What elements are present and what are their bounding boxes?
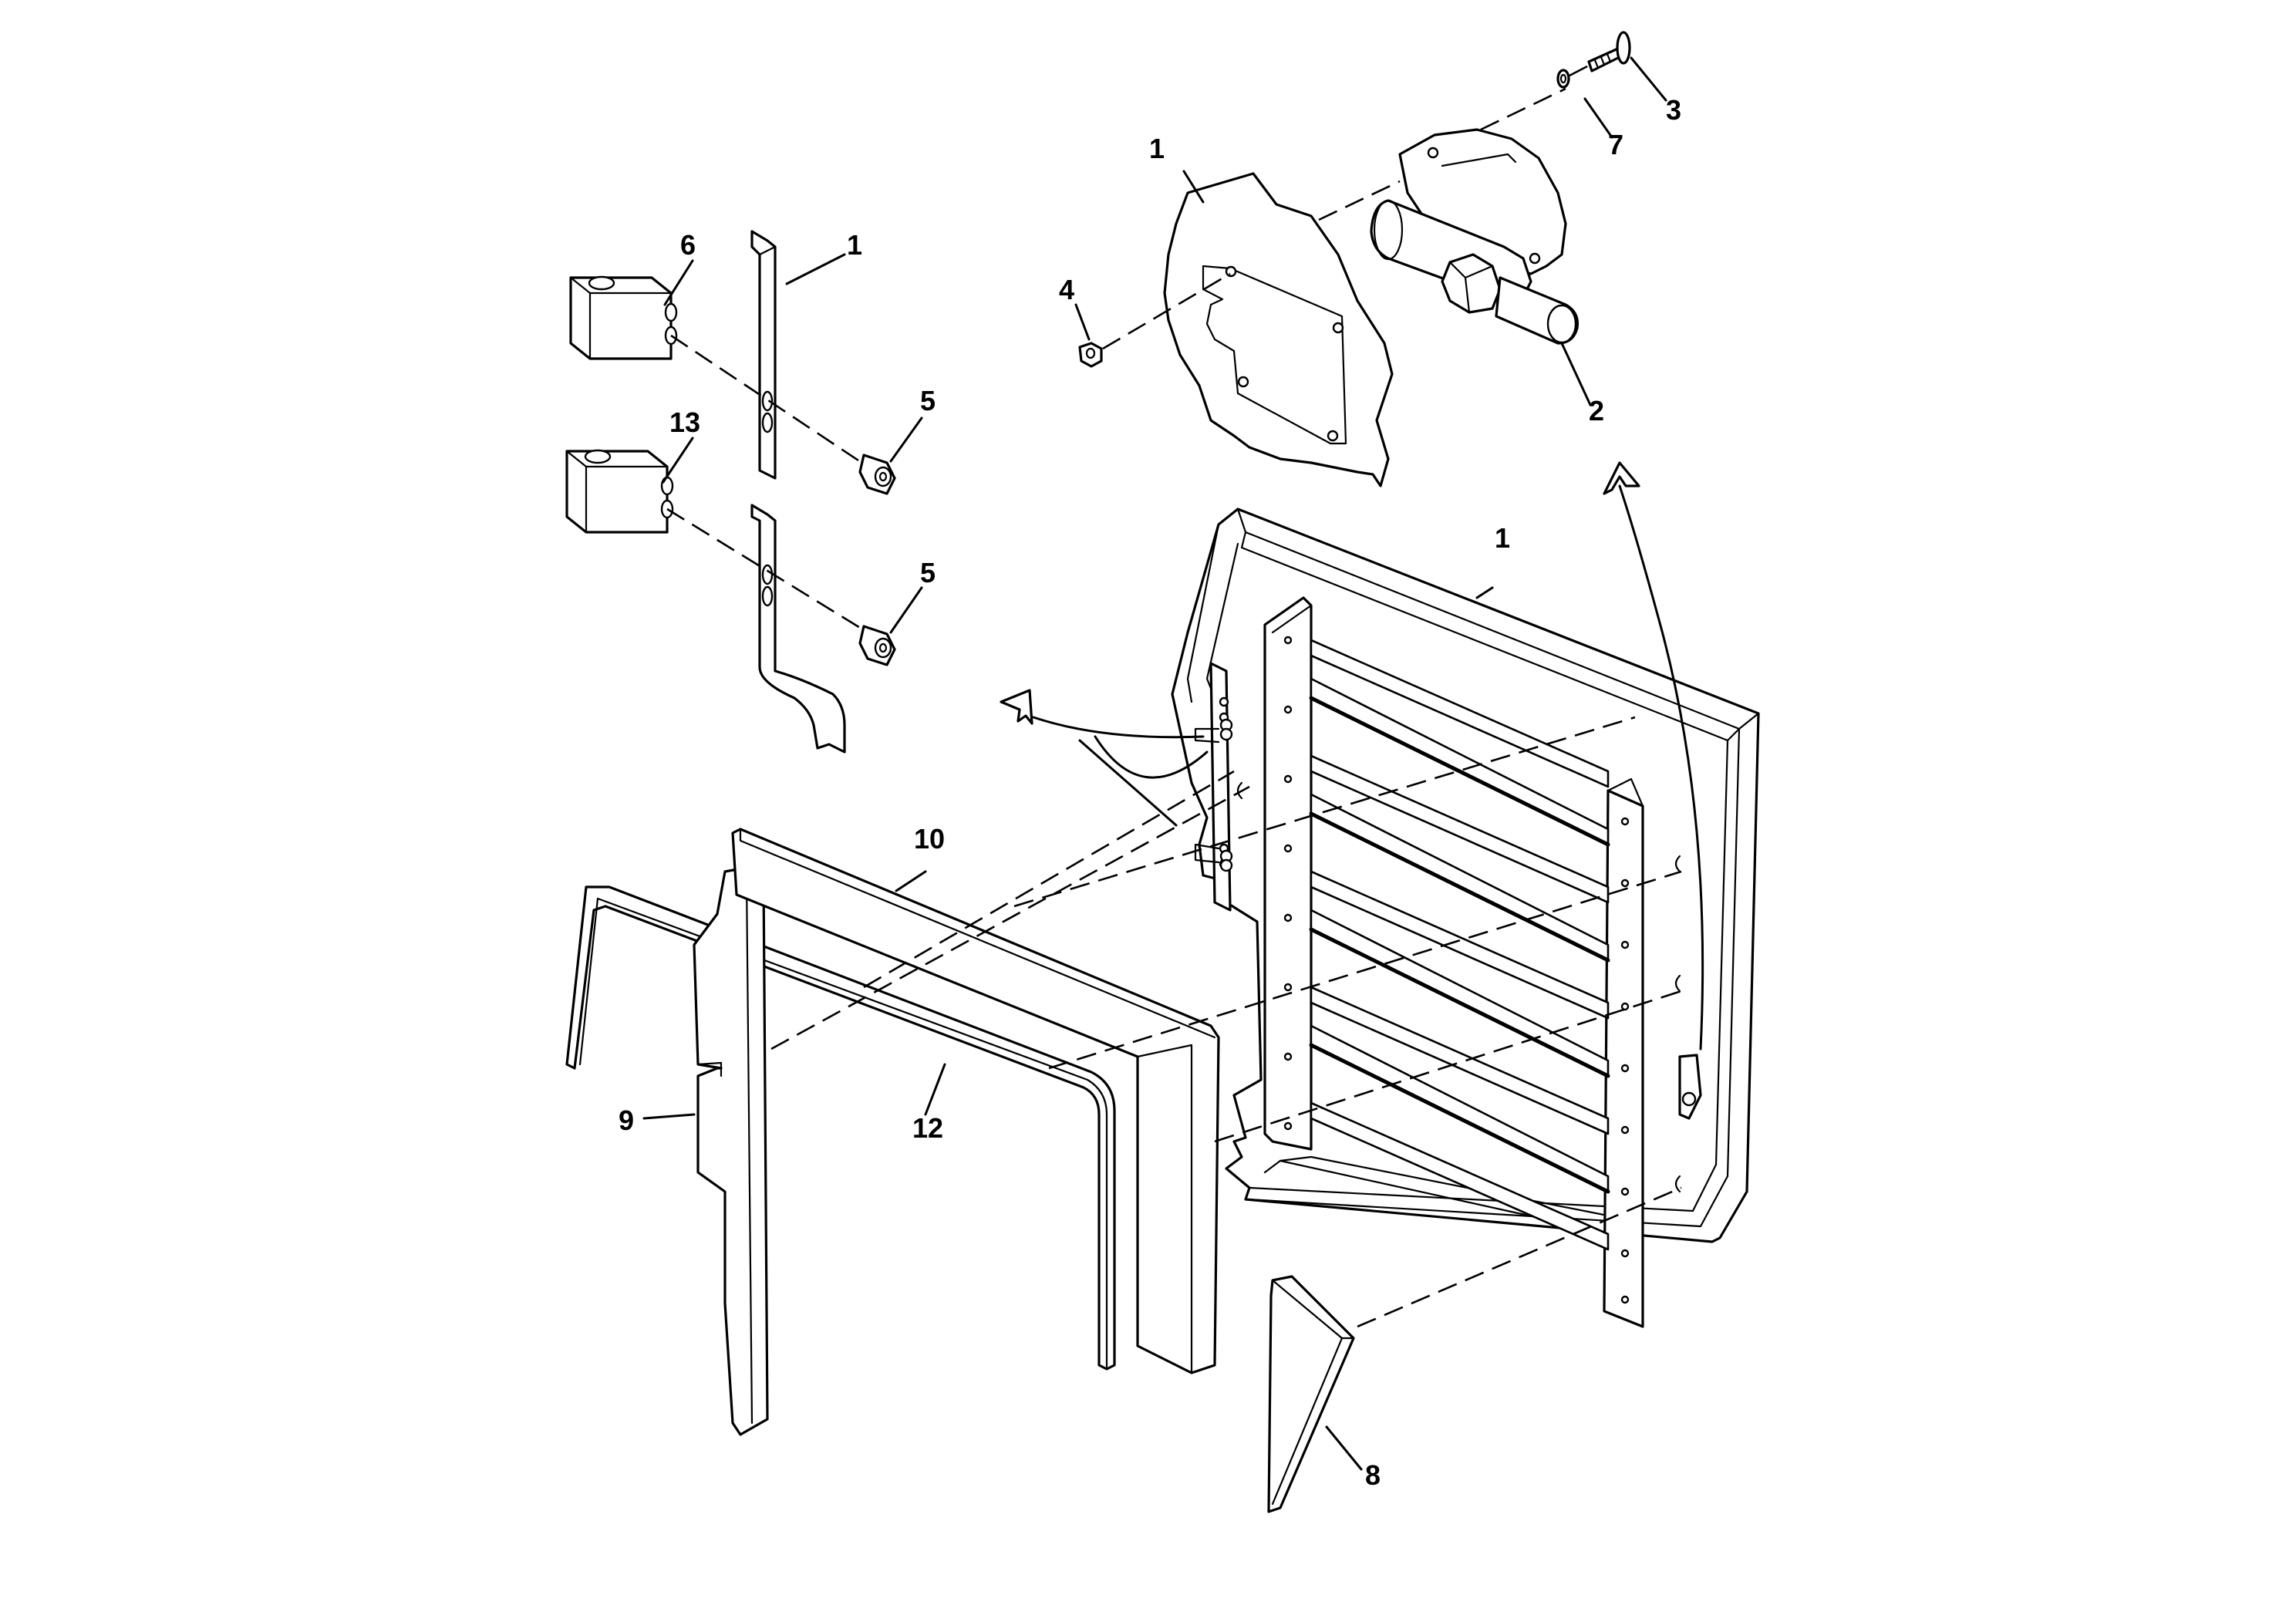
rotation-arrow-right <box>1603 461 1704 1050</box>
callout-5-upper: 5 <box>920 385 936 416</box>
callout-8: 8 <box>1365 1459 1381 1491</box>
cover-plate-1 <box>1163 172 1394 487</box>
alignment-lines <box>770 716 1682 1328</box>
panel-9 <box>693 866 769 1436</box>
callout-5-lower: 5 <box>920 557 936 588</box>
callout-10: 10 <box>914 823 945 855</box>
callout-2: 2 <box>1589 395 1604 427</box>
nut-4 <box>1078 342 1103 368</box>
leader-lines <box>642 56 1667 1471</box>
callout-labels: 1 1 1 2 3 4 5 5 6 7 8 9 10 12 13 <box>619 94 1681 1491</box>
hinge-block-6 <box>569 275 678 360</box>
seal-strip-10 <box>731 828 1220 1374</box>
callout-7: 7 <box>1608 129 1623 160</box>
actuator-2 <box>1370 128 1580 345</box>
assembly-line <box>1480 87 1566 131</box>
seal-12 <box>565 885 1116 1371</box>
callout-1-frame: 1 <box>1495 522 1510 554</box>
callout-3: 3 <box>1666 94 1681 126</box>
washer-7 <box>1556 69 1570 89</box>
hinge-block-13 <box>565 449 674 534</box>
cap-screw-5-upper <box>858 454 896 495</box>
cap-screw-5-lower <box>858 625 896 666</box>
callout-6: 6 <box>680 229 696 261</box>
strap-bracket-upper-1 <box>750 230 777 480</box>
callout-9: 9 <box>619 1104 634 1136</box>
callout-4: 4 <box>1059 274 1074 305</box>
callout-1-strap: 1 <box>847 229 862 261</box>
assembly-line <box>1102 272 1231 350</box>
assembly-line <box>666 508 868 634</box>
callout-12: 12 <box>912 1112 943 1144</box>
louver-assembly <box>1219 596 1681 1328</box>
assembly-line <box>1318 180 1401 221</box>
callout-1-cover-plate: 1 <box>1149 133 1165 164</box>
screw-3 <box>1587 31 1631 73</box>
corner-piece-8 <box>1267 1275 1355 1513</box>
assembly-line <box>670 334 868 468</box>
rotation-arrow-left <box>1000 689 1209 827</box>
callout-13: 13 <box>669 406 700 438</box>
assembly-line <box>1569 64 1590 77</box>
strap-bracket-lower <box>750 504 846 754</box>
